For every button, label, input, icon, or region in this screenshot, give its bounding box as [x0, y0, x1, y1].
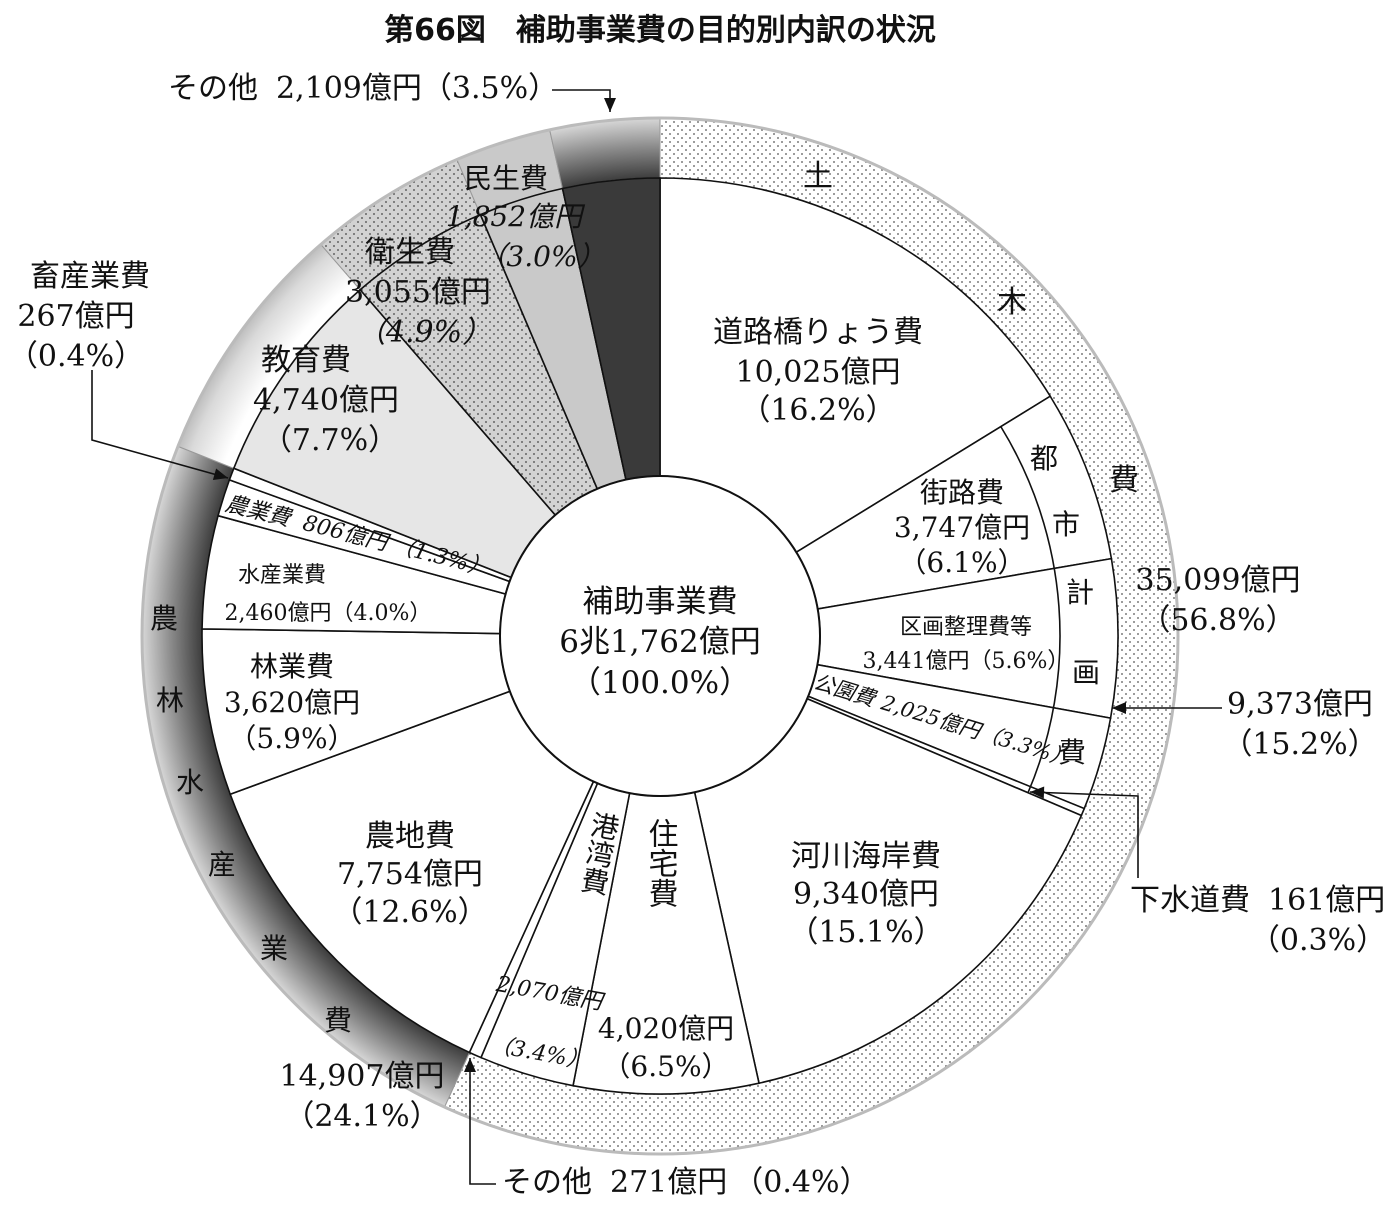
leader-lines [91, 89, 1222, 1185]
label-road-amount: 10,025億円 [736, 355, 901, 390]
toshi-arc [1000, 426, 1061, 794]
label-norin-char-3: 産 [208, 848, 236, 881]
center-percent: （100.0%） [570, 665, 750, 701]
leader-livestock [91, 370, 229, 479]
label-other-large-name: その他 [168, 71, 258, 106]
label-norin-amount: 14,907億円 [280, 1059, 445, 1094]
label-doboku-char-1: 木 [997, 285, 1027, 320]
label-livestock-name: 畜産業費 [30, 259, 150, 294]
slices [201, 177, 1119, 1095]
label-toshi-char-2: 計 [1066, 576, 1094, 609]
labels: 道路橋りょう費 10,025億円 （16.2%） 街路費 3,747億円 （6.… [8, 71, 1386, 1200]
rings [140, 116, 1180, 1156]
label-toshi-char-1: 市 [1052, 508, 1080, 541]
label-kukaku-amount-pct: （5.6%） [970, 649, 1070, 674]
label-farmland-amount: 7,754億円 [337, 857, 483, 892]
leader-toshi-head [1112, 702, 1126, 714]
label-other-small: その他 271億円（0.4%） [502, 1165, 869, 1200]
label-toshi-char-4: 費 [1058, 736, 1086, 769]
label-sewer-percent: （0.3%） [1250, 923, 1386, 958]
label-doboku-char-0: 土 [803, 159, 833, 194]
label-edu-name: 教育費 [261, 343, 351, 378]
label-forest-amount: 3,620億円 [224, 686, 360, 719]
label-sewer-amount: 161億円 [1268, 883, 1385, 918]
label-river-name: 河川海岸費 [791, 839, 941, 874]
leader-other-large-head [604, 98, 616, 112]
label-kukaku-name: 区画整理費等 [900, 615, 1032, 640]
label-health-name: 衛生費 [365, 235, 455, 270]
label-street-name: 街路費 [920, 476, 1004, 509]
label-norin-char-5: 費 [324, 1004, 352, 1037]
label-toshi-percent: （15.2%） [1222, 727, 1377, 762]
label-street-percent: （6.1%） [898, 546, 1025, 579]
chart-title: 第66図 補助事業費の目的別内訳の状況 [384, 13, 936, 48]
label-other-small-percent: （0.4%） [733, 1165, 869, 1200]
outer-rim [140, 116, 1180, 1156]
leader-sewer-head [1030, 786, 1045, 799]
leader-other-small-head [464, 1058, 476, 1072]
label-health-amount: 3,055億円 [345, 275, 491, 310]
label-norin-char-0: 農 [150, 602, 178, 635]
label-forest-name: 林業費 [250, 650, 334, 683]
label-doboku-char-2: 費 [1109, 463, 1139, 498]
label-kukaku-amount: 3,441億円（5.6%） [863, 649, 1070, 674]
label-livestock-amount: 267億円 [17, 299, 134, 334]
center-circle [499, 475, 821, 797]
label-norin-char-2: 水 [176, 766, 204, 799]
label-other-small-amount: 271億円 [610, 1165, 727, 1200]
label-kukaku-amount-val: 3,441億円 [863, 649, 970, 674]
label-welfare-name: 民生費 [464, 162, 548, 195]
label-road-name: 道路橋りょう費 [713, 315, 923, 350]
label-street-amount: 3,747億円 [894, 511, 1030, 544]
label-river-amount: 9,340億円 [793, 877, 939, 912]
label-housing-amount: 4,020億円 [598, 1012, 734, 1045]
label-farmland-name: 農地費 [365, 819, 455, 854]
center-amount: 6兆1,762億円 [559, 624, 760, 660]
label-river-percent: （15.1%） [788, 915, 943, 950]
label-fishery-amount-val: 2,460億円 [225, 601, 332, 626]
label-other-small-name: その他 [502, 1165, 592, 1200]
label-sewer-name: 下水道費 [1130, 883, 1250, 918]
label-edu-percent: （7.7%） [262, 423, 398, 458]
label-road-percent: （16.2%） [740, 393, 895, 428]
label-doboku-percent: （56.8%） [1140, 603, 1295, 638]
label-welfare-amount: 1,852億円 [446, 200, 586, 233]
label-edu-amount: 4,740億円 [253, 383, 399, 418]
label-housing-name: 住宅費 [643, 818, 678, 908]
label-other-large-percent: （3.5%） [422, 71, 558, 106]
label-health-percent: （4.9%） [356, 315, 492, 350]
label-toshi-amount: 9,373億円 [1227, 687, 1373, 722]
label-sewer: 下水道費 161億円 [1130, 883, 1385, 918]
label-housing-percent: （6.5%） [602, 1050, 729, 1083]
label-fishery-amount-pct: （4.0%） [332, 601, 432, 626]
label-fishery-name: 水産業費 [238, 563, 326, 588]
center-name: 補助事業費 [583, 584, 738, 620]
label-livestock-percent: （0.4%） [8, 339, 144, 374]
leader-other-small [469, 1058, 496, 1185]
label-norin-char-1: 林 [156, 684, 184, 717]
label-other-large-amount: 2,109億円 [276, 71, 422, 106]
label-forest-percent: （5.9%） [228, 722, 355, 755]
leader-sewer [1029, 791, 1139, 878]
label-doboku-amount: 35,099億円 [1136, 563, 1301, 598]
leader-livestock-head [212, 468, 228, 481]
label-other-large: その他 2,109億円（3.5%） [168, 71, 558, 106]
label-farmland-percent: （12.6%） [332, 895, 487, 930]
leader-other-large [552, 89, 611, 112]
label-norin-percent: （24.1%） [284, 1099, 439, 1134]
label-welfare-percent: （3.0%） [478, 240, 605, 273]
label-fishery-amount: 2,460億円（4.0%） [225, 601, 432, 626]
label-norin-char-4: 業 [260, 932, 288, 965]
label-toshi-char-3: 画 [1072, 656, 1100, 689]
label-toshi-char-0: 都 [1030, 442, 1058, 475]
